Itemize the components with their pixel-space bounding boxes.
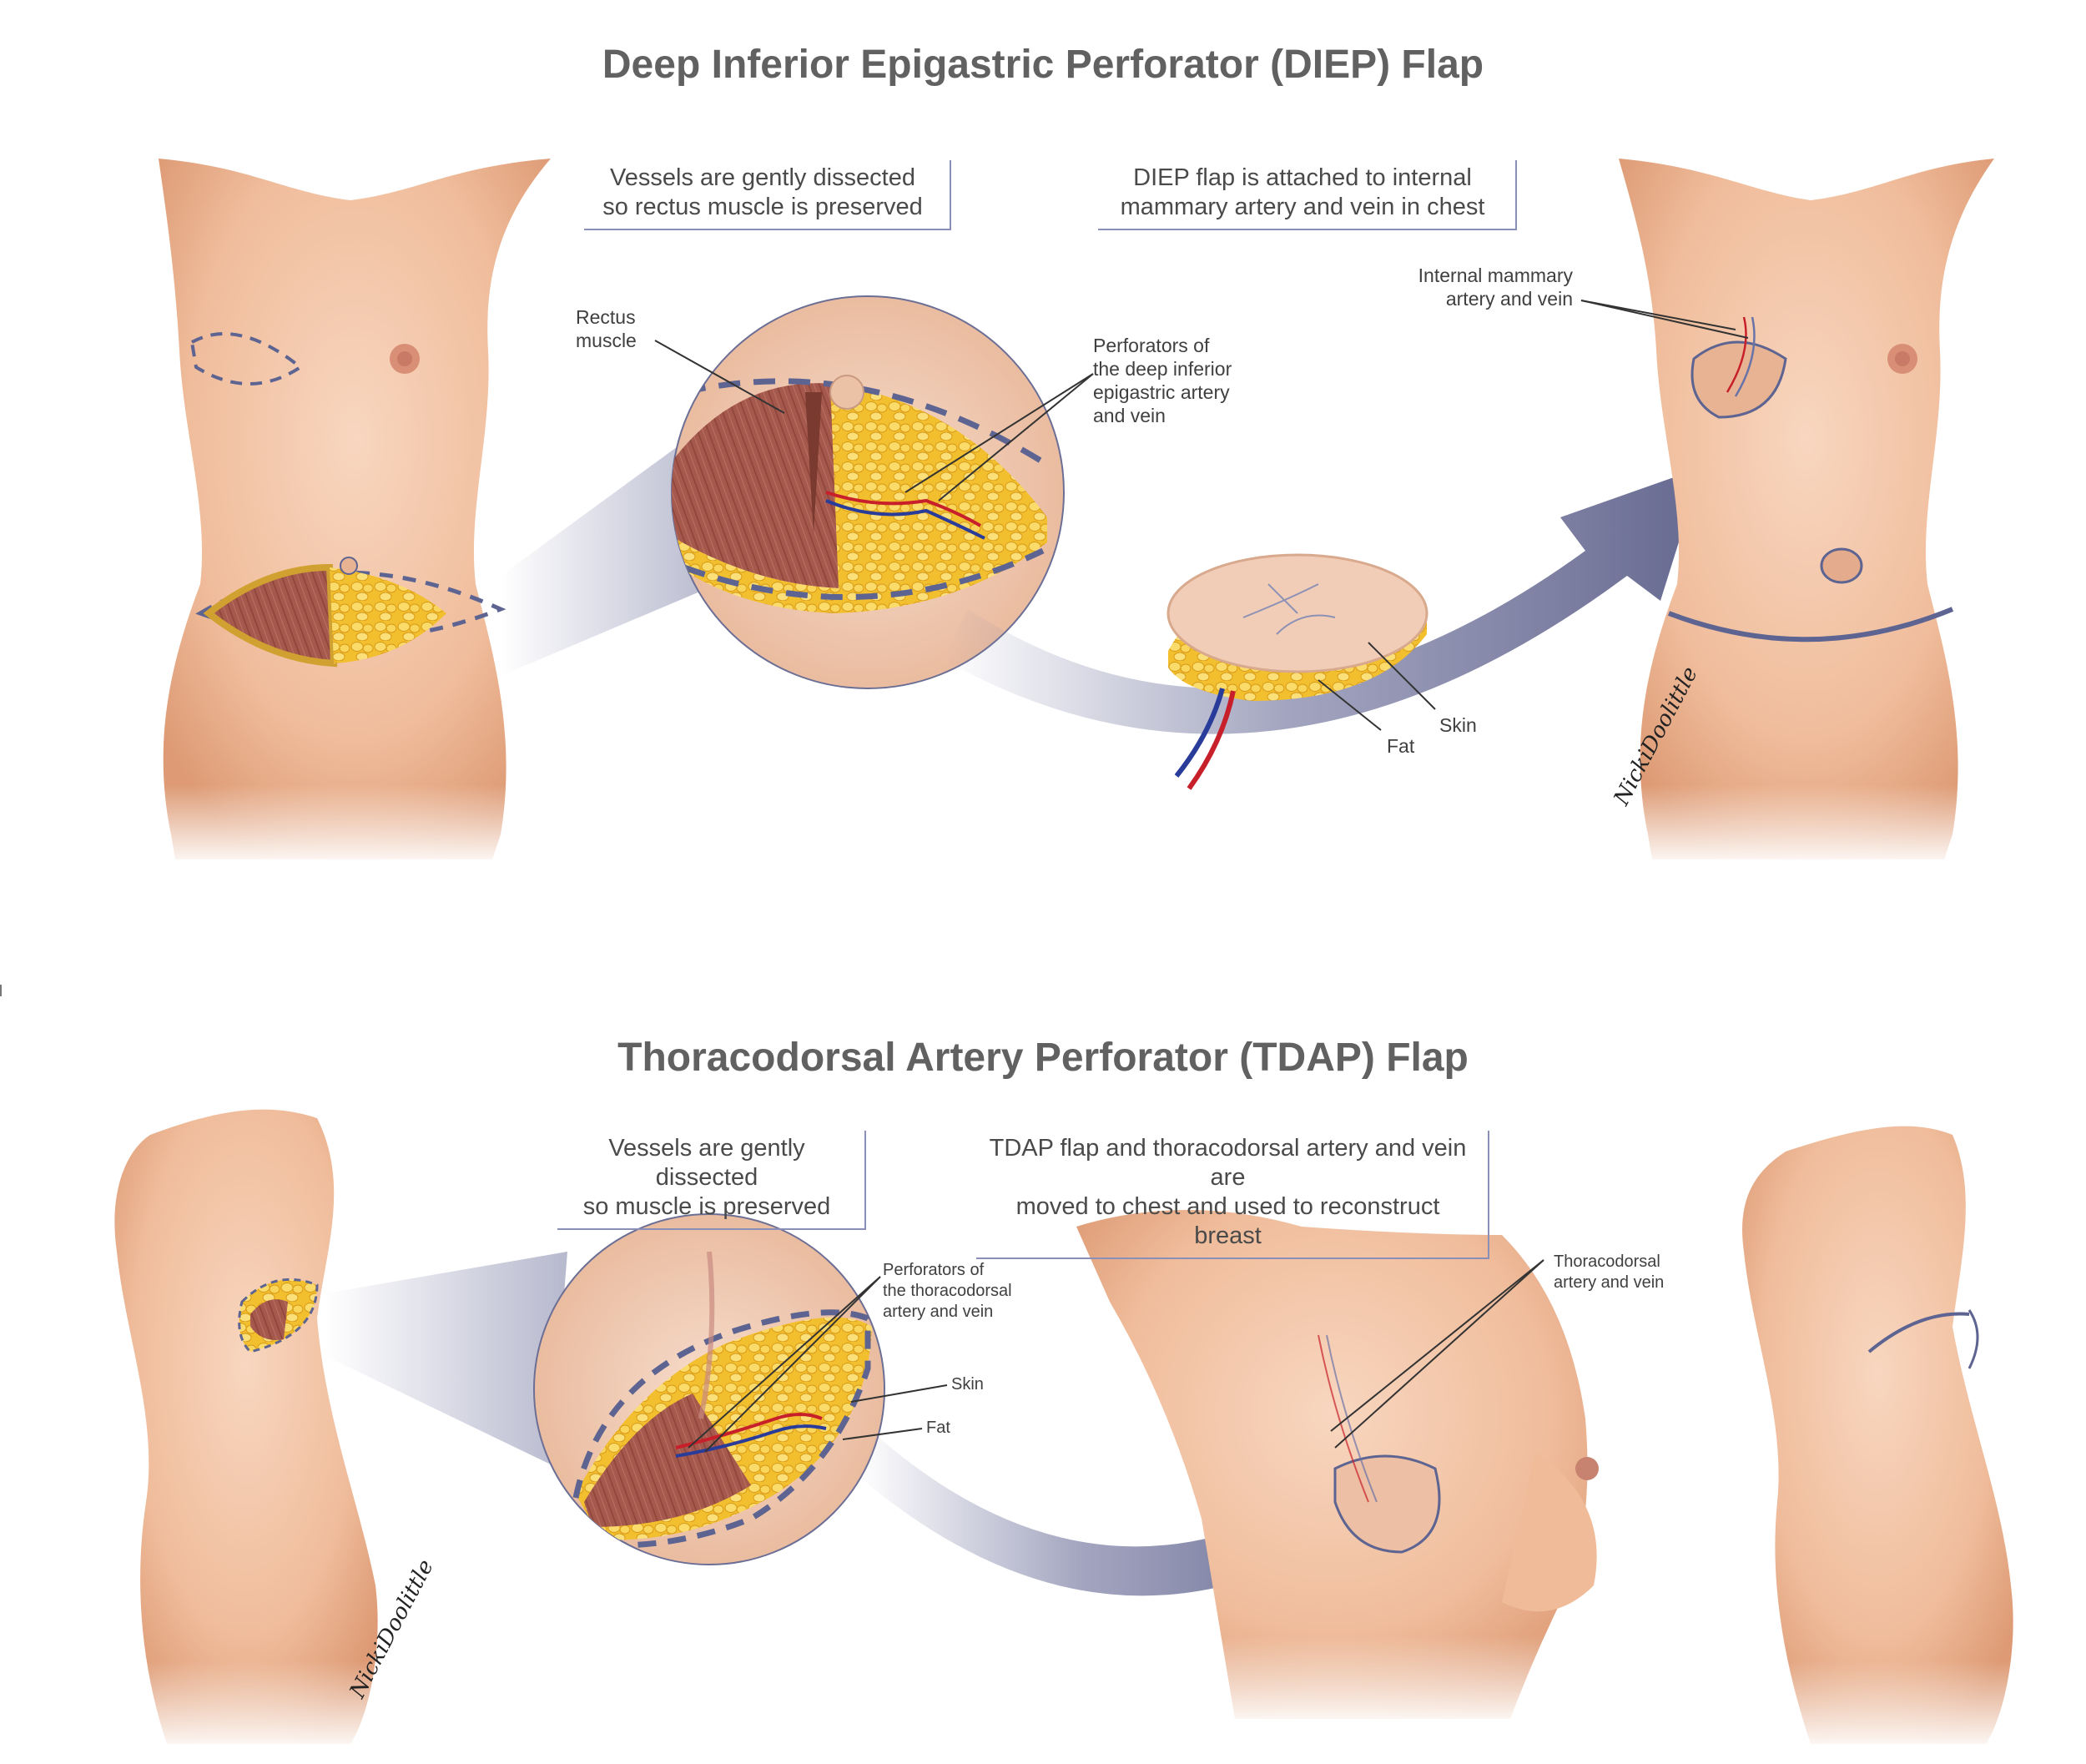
tdap-result-figure	[1719, 1126, 2086, 1752]
label-internal-mammary: Internal mammary artery and vein	[1418, 265, 1573, 310]
tdap-back-figure	[83, 1109, 417, 1752]
label-rectus-muscle: Rectus muscle	[576, 306, 637, 351]
tdap-chest-figure	[1076, 1210, 1635, 1727]
diep-left-torso	[0, 159, 634, 868]
diep-harvested-flap	[1166, 553, 1428, 790]
label-tdap-skin: Skin	[951, 1375, 984, 1394]
diep-caption-left: Vessels are gently dissected so rectus m…	[584, 160, 951, 230]
label-thoracodorsal: Thoracodorsal artery and vein	[1554, 1252, 1665, 1292]
tdap-caption-left: Vessels are gently dissected so muscle i…	[557, 1131, 866, 1230]
edge-tick-mark	[0, 985, 2, 996]
tdap-title: Thoracodorsal Artery Perforator (TDAP) F…	[617, 1036, 1469, 1080]
diep-right-torso	[1585, 159, 2086, 868]
tdap-caption-right: TDAP flap and thoracodorsal artery and v…	[976, 1131, 1489, 1259]
label-diep-fat: Fat	[1387, 735, 1415, 757]
tdap-zoom-beam	[325, 1252, 567, 1464]
diep-zoom-beam	[501, 417, 718, 676]
diep-caption-right: DIEP flap is attached to internal mammar…	[1098, 160, 1517, 230]
label-tdap-fat: Fat	[926, 1419, 950, 1437]
label-diep-perforators: Perforators of the deep inferior epigast…	[1093, 335, 1232, 426]
label-tdap-perforators: Perforators of the thoracodorsal artery …	[883, 1261, 1012, 1321]
diep-title: Deep Inferior Epigastric Perforator (DIE…	[602, 43, 1484, 87]
label-diep-skin: Skin	[1439, 714, 1477, 736]
diep-zoom-circle	[671, 295, 1065, 689]
tdap-zoom-circle	[533, 1213, 885, 1565]
